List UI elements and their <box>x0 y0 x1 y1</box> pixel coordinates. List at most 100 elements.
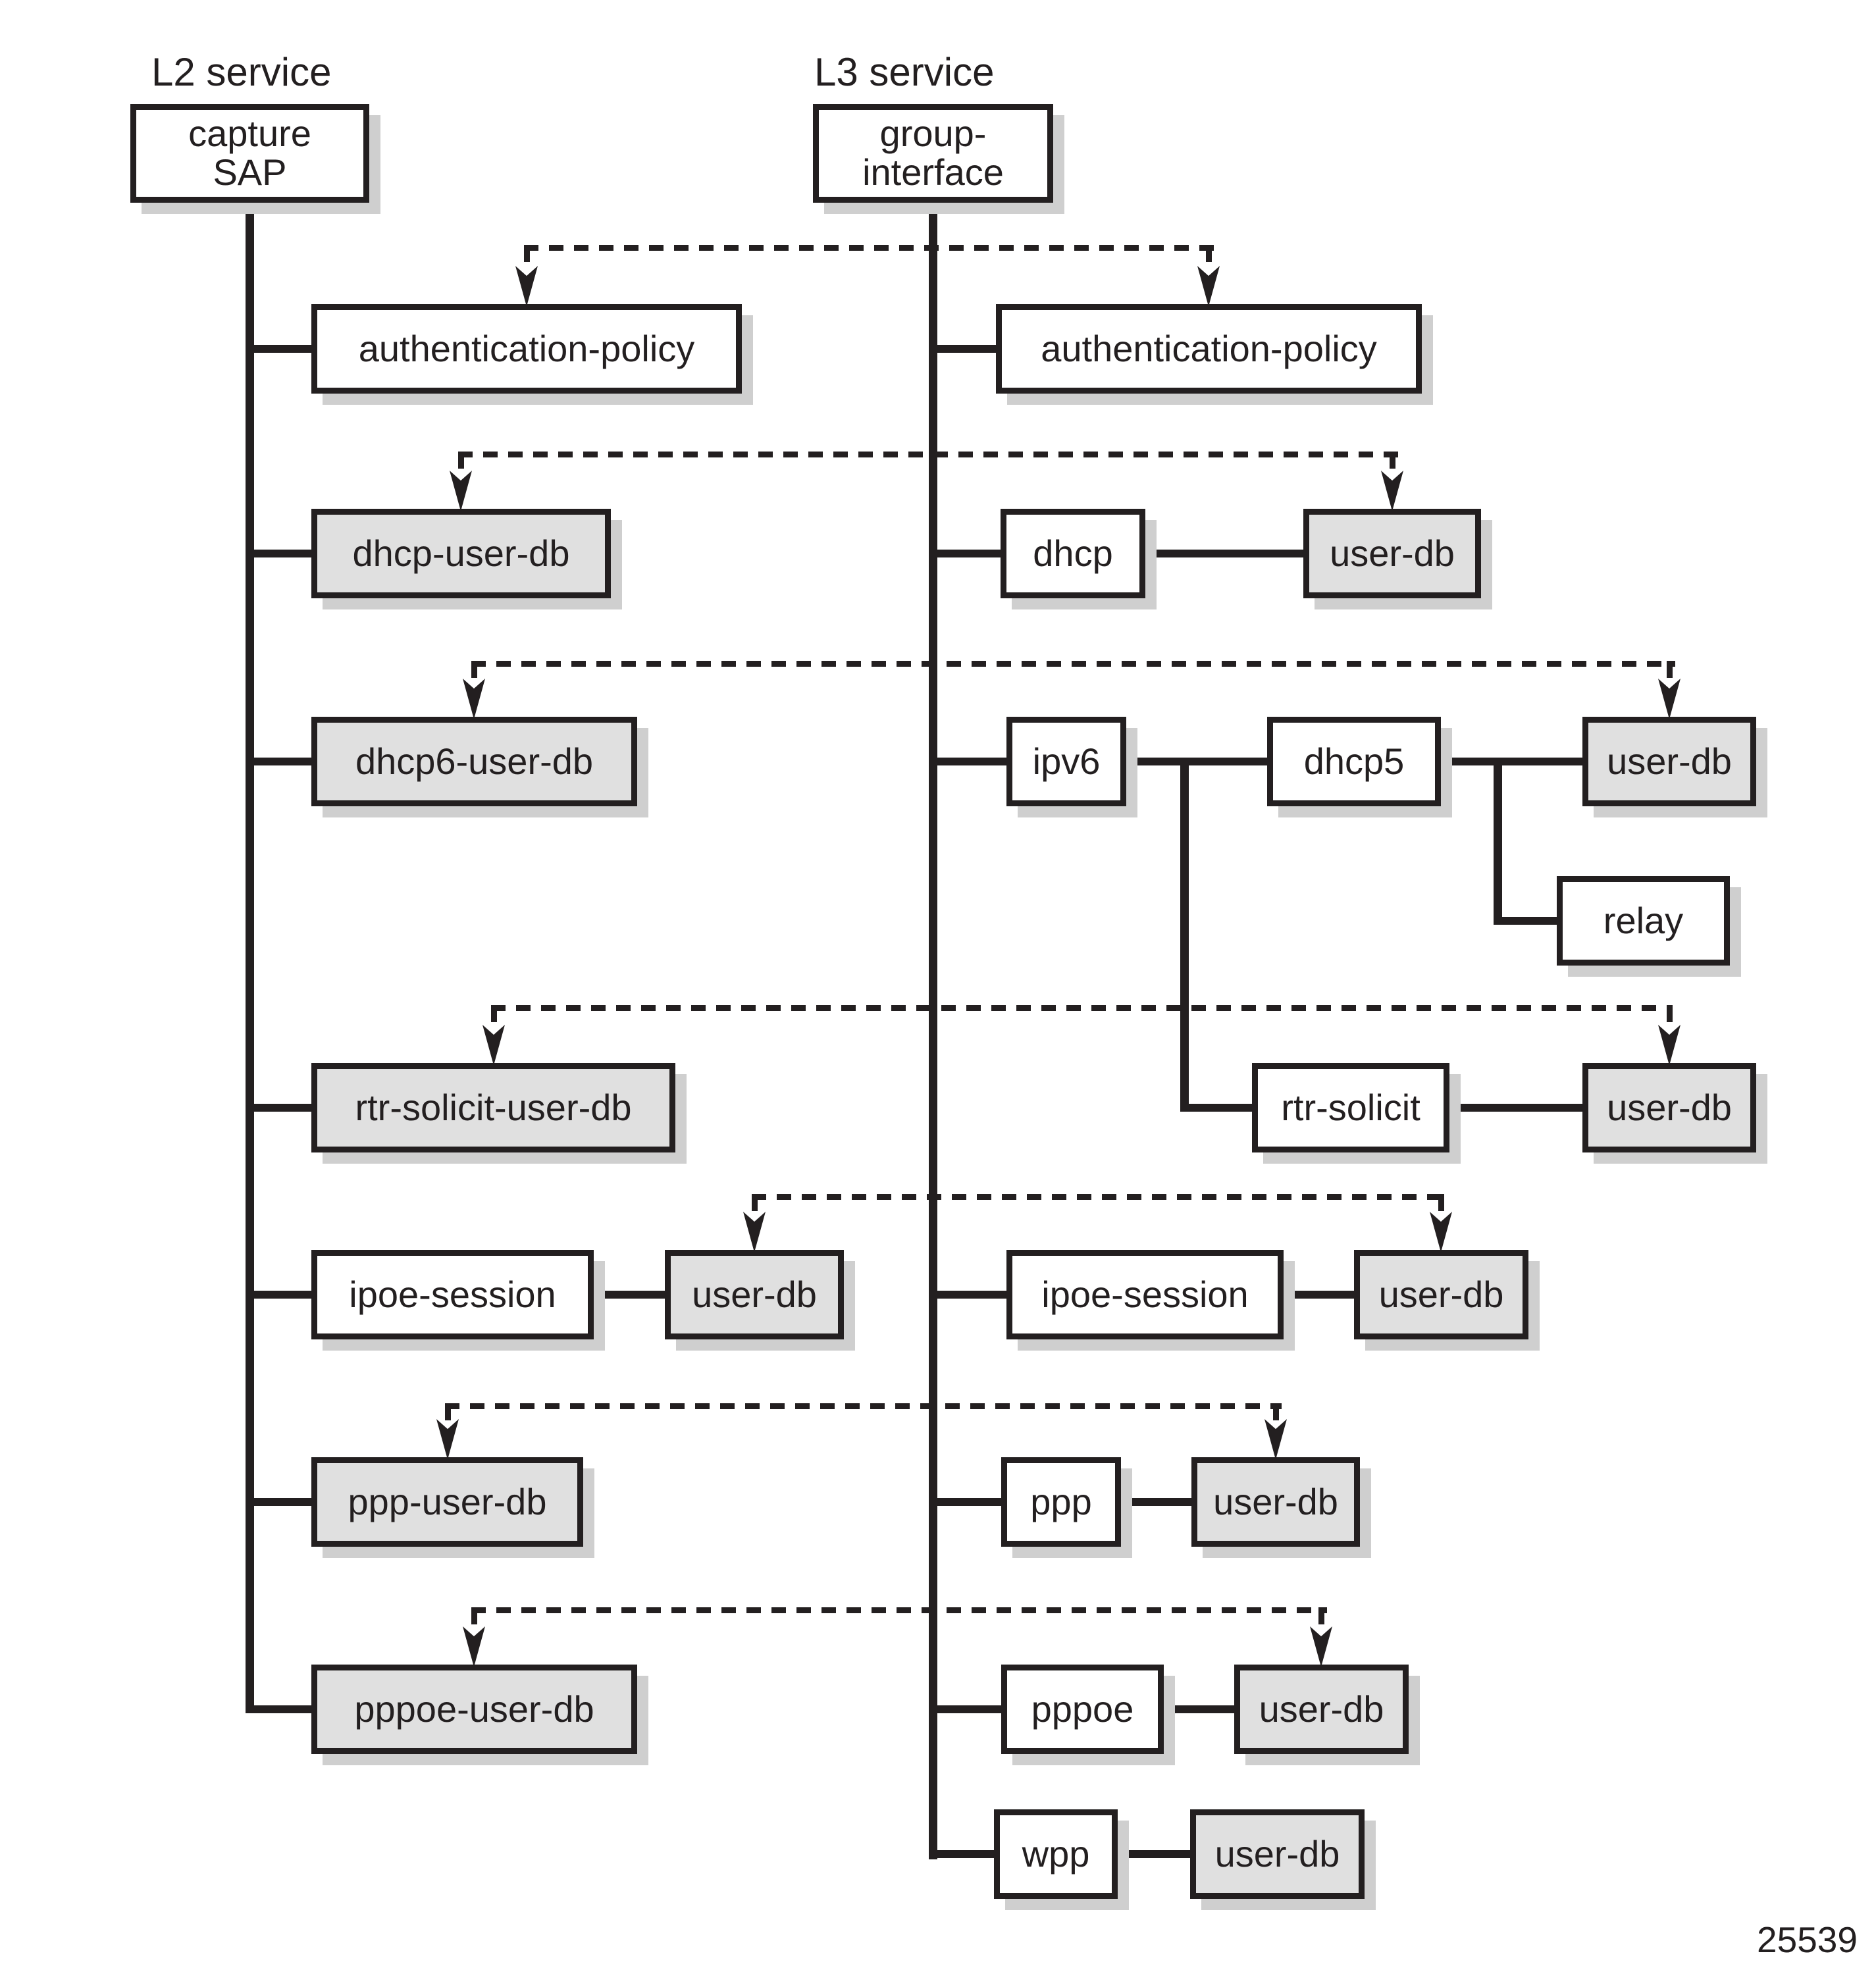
arrow-down-icon <box>1658 1025 1681 1063</box>
node-label: dhcp6-user-db <box>355 740 594 782</box>
node-label: ppp <box>1030 1480 1092 1522</box>
arrow-down-icon <box>1310 1626 1332 1665</box>
node-label: group- interface <box>862 113 1004 193</box>
l3-stub-authentication-policy <box>929 345 997 353</box>
dashed-corner <box>471 1607 477 1624</box>
node-l3-wpp-user-db: user-db <box>1190 1809 1365 1899</box>
l3-trunk-line <box>929 201 937 1859</box>
node-label: pppoe-user-db <box>354 1688 594 1730</box>
node-l3-rtr-solicit: rtr-solicit <box>1252 1063 1449 1152</box>
node-l3-pppoe-user-db: user-db <box>1234 1665 1409 1754</box>
node-label: user-db <box>1607 740 1732 782</box>
dashed-corner <box>523 245 530 262</box>
node-label: user-db <box>1213 1480 1338 1522</box>
node-group-interface: group- interface <box>813 104 1053 203</box>
arrow-down-icon <box>450 471 472 509</box>
node-label: wpp <box>1022 1832 1090 1875</box>
elbow-to-relay <box>1494 917 1558 925</box>
l2-trunk-line <box>246 201 254 1713</box>
dashed-link-ipoe-user-db <box>752 1194 1447 1200</box>
node-label: ipv6 <box>1032 740 1101 782</box>
dashed-corner <box>1389 452 1395 469</box>
l3-stub-ppp <box>929 1498 1003 1506</box>
node-l2-pppoe-user-db: pppoe-user-db <box>311 1665 637 1754</box>
dashed-link-pppoe-user-db <box>471 1607 1327 1613</box>
dashed-corner <box>1272 1403 1279 1420</box>
node-l3-pppoe: pppoe <box>1001 1665 1164 1754</box>
dashed-link-rtr-solicit-user-db <box>491 1005 1673 1011</box>
dashed-corner <box>471 661 477 678</box>
l3-stub-wpp <box>929 1850 995 1858</box>
connector-dhcp-to-user-db <box>1145 550 1305 557</box>
dashed-corner <box>1666 661 1673 678</box>
node-l3-ppp: ppp <box>1001 1457 1121 1547</box>
node-l3-dhcp-user-db: user-db <box>1303 509 1481 598</box>
node-label: authentication-policy <box>358 327 695 369</box>
node-l3-dhcp: dhcp <box>1001 509 1145 598</box>
node-label: dhcp5 <box>1303 740 1405 782</box>
l3-stub-dhcp <box>929 550 1002 557</box>
l2-stub-ipoe-session <box>246 1291 313 1299</box>
arrow-down-icon <box>1430 1212 1452 1250</box>
node-l3-ipoe-session: ipoe-session <box>1006 1250 1284 1339</box>
arrow-down-icon <box>436 1419 459 1457</box>
node-l3-wpp: wpp <box>994 1809 1118 1899</box>
dashed-corner <box>490 1005 497 1022</box>
node-l2-ipoe-session: ipoe-session <box>311 1250 594 1339</box>
node-l3-ipoe-user-db: user-db <box>1354 1250 1528 1339</box>
arrow-down-icon <box>482 1025 505 1063</box>
node-label: relay <box>1603 899 1684 941</box>
dashed-link-dhcp-user-db <box>458 452 1398 457</box>
node-l3-authentication-policy: authentication-policy <box>996 304 1422 394</box>
node-label: user-db <box>1607 1086 1732 1128</box>
node-l3-dhcp5: dhcp5 <box>1267 717 1441 806</box>
dashed-corner <box>751 1194 758 1211</box>
arrow-down-icon <box>463 679 485 717</box>
l2-stub-dhcp-user-db <box>246 550 313 557</box>
arrow-down-icon <box>463 1626 485 1665</box>
node-label: rtr-solicit-user-db <box>355 1086 632 1128</box>
node-label: ppp-user-db <box>348 1480 547 1522</box>
l2-stub-rtr-solicit-user-db <box>246 1104 313 1112</box>
connector-ppp-to-user-db <box>1121 1498 1193 1506</box>
l2-stub-pppoe-user-db <box>246 1705 313 1713</box>
connector-dhcp5-to-user-db <box>1441 758 1584 765</box>
node-label: user-db <box>692 1273 817 1315</box>
l3-stub-ipoe-session <box>929 1291 1008 1299</box>
figure-number: 25539 <box>1757 1919 1858 1960</box>
arrow-down-icon <box>1264 1419 1287 1457</box>
arrow-down-icon <box>1381 471 1403 509</box>
arrow-down-icon <box>1197 266 1220 304</box>
node-label: user-db <box>1378 1273 1504 1315</box>
l2-service-column-label: L2 service <box>151 50 332 94</box>
connector-pppoe-to-user-db <box>1164 1705 1236 1713</box>
node-label: user-db <box>1330 532 1455 574</box>
l2-stub-ppp-user-db <box>246 1498 313 1506</box>
node-label: user-db <box>1214 1832 1340 1875</box>
dashed-corner <box>444 1403 451 1420</box>
node-label: user-db <box>1259 1688 1384 1730</box>
node-label: ipoe-session <box>349 1273 556 1315</box>
node-l2-dhcp-user-db: dhcp-user-db <box>311 509 611 598</box>
node-label: dhcp <box>1033 532 1113 574</box>
arrow-down-icon <box>1658 679 1681 717</box>
node-l2-ppp-user-db: ppp-user-db <box>311 1457 583 1547</box>
node-l3-relay: relay <box>1557 876 1730 966</box>
node-l2-rtr-solicit-user-db: rtr-solicit-user-db <box>311 1063 675 1152</box>
node-l2-ipoe-user-db: user-db <box>665 1250 844 1339</box>
dashed-link-ppp-user-db <box>445 1403 1282 1409</box>
arrow-down-icon <box>743 1212 766 1250</box>
connector-rtr-solicit-to-user-db <box>1449 1104 1584 1112</box>
node-l2-authentication-policy: authentication-policy <box>311 304 742 394</box>
connector-wpp-to-user-db <box>1118 1850 1191 1858</box>
connector-l2-ipoe-to-user-db <box>594 1291 666 1299</box>
l3-stub-ipv6 <box>929 758 1008 765</box>
l3-service-column-label: L3 service <box>814 50 995 94</box>
dashed-corner <box>1318 1607 1324 1624</box>
l3-stub-pppoe <box>929 1705 1003 1713</box>
node-label: pppoe <box>1031 1688 1134 1730</box>
l2-stub-authentication-policy <box>246 345 313 353</box>
connector-l3-ipoe-to-user-db <box>1284 1291 1355 1299</box>
node-l3-ipv6: ipv6 <box>1006 717 1126 806</box>
connector-ipv6-to-dhcp5 <box>1126 758 1268 765</box>
